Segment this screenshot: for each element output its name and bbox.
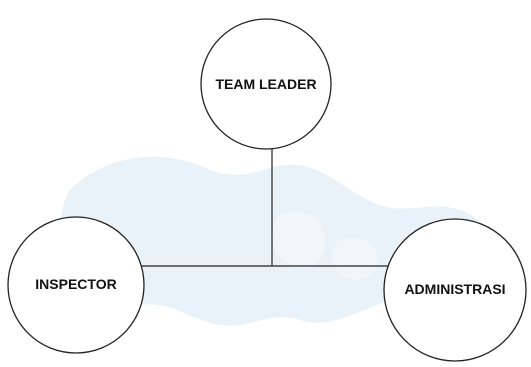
node-team-leader-circle [200,18,332,150]
node-team-leader-label: TEAM LEADER [215,76,316,92]
node-team-leader: TEAM LEADER [200,18,332,150]
node-inspector-circle [7,216,145,354]
node-inspector-label: INSPECTOR [35,276,116,292]
node-administrasi-label: ADMINISTRASI [404,281,505,297]
node-inspector: INSPECTOR [7,216,145,354]
node-administrasi-circle [383,218,527,362]
node-administrasi: ADMINISTRASI [383,218,527,362]
